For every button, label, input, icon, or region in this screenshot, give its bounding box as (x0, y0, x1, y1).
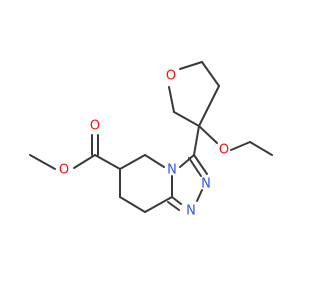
ring-bond-c8a-c8 (144, 196, 173, 213)
ester-oxygen-label: O (59, 163, 69, 178)
triazole-bond-n2-n1 (196, 189, 203, 202)
ring-oxygen-label: O (166, 69, 176, 84)
ring-bond-c6-c5 (119, 154, 146, 170)
thf-bond-o-c5 (179, 61, 203, 70)
triazole-double-bond-c3-n2-b (188, 157, 202, 177)
thf-bond-c4-c3 (198, 85, 220, 127)
triazole-double-bond-n1-c8a-b (167, 201, 180, 211)
triazole-double-bond-c3-n2-a (193, 154, 208, 175)
thf-bond-c2-o (168, 86, 175, 113)
ethyl-bond (249, 141, 273, 156)
ring-bond-c5-n (144, 154, 165, 168)
bridge-nitrogen-label: N (167, 163, 177, 178)
thf-bond-c3-c2 (173, 111, 200, 127)
ester-oxygen-carbonyl-bond (73, 154, 96, 169)
triazole-nitrogen-upper-label: N (201, 177, 211, 192)
thf-bond-c5-c4 (201, 61, 220, 87)
molecular-structure: O O O O N N N (29, 61, 273, 219)
triazole-double-bond-n1-c8a-a (171, 196, 182, 205)
methyl-oxygen-bond (29, 154, 56, 170)
thf-ether-bond (198, 125, 218, 144)
triazole-thf-bond (193, 125, 200, 156)
triazole-bond-n-c3 (179, 154, 195, 168)
ether-oxygen-label: O (219, 143, 229, 158)
triazole-nitrogen-lower-label: N (186, 204, 196, 219)
ring-bond-c8-c7 (119, 196, 146, 213)
carbonyl-ring-bond (94, 154, 121, 170)
ether-ethyl-bond (230, 141, 251, 151)
carbonyl-oxygen-label: O (90, 119, 100, 134)
